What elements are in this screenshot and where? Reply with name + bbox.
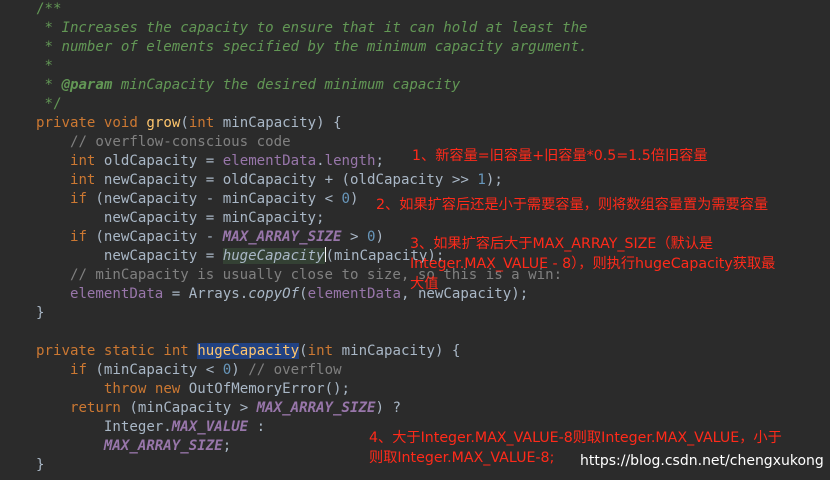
huge-capacity-signature: private static int hugeCapacity(int minC…	[36, 343, 461, 359]
text-caret	[324, 247, 326, 262]
doc-comment-close: */	[36, 96, 62, 112]
annotation-3: 3、如果扩容后大于MAX_ARRAY_SIZE（默认是 Integer.MAX_…	[410, 236, 776, 292]
param-tag: @param	[61, 77, 113, 93]
code-line-if-greater: if (newCapacity - MAX_ARRAY_SIZE > 0)	[69, 229, 384, 245]
code-line-overflow-check: if (minCapacity < 0) // overflow	[69, 362, 342, 378]
code-comment: // overflow-conscious code	[69, 134, 291, 150]
closing-brace: }	[36, 305, 45, 321]
doc-comment-param: * @param minCapacity the desired minimum…	[36, 77, 461, 93]
annotation-4: 4、大于Integer.MAX_VALUE-8则取Integer.MAX_VAL…	[369, 430, 782, 466]
grow-method-name: grow	[146, 115, 181, 131]
doc-comment-line: *	[36, 58, 53, 74]
annotation-1: 1、新容量=旧容量+旧容量*0.5=1.5倍旧容量	[412, 148, 708, 164]
code-line-copy: elementData = Arrays.copyOf(elementData,…	[69, 286, 529, 302]
grow-method-signature: private void grow(int minCapacity) {	[36, 115, 342, 131]
annotation-2: 2、如果扩容后还是小于需要容量，则将数组容量置为需要容量	[376, 197, 769, 213]
doc-comment-line: * Increases the capacity to ensure that …	[36, 20, 588, 36]
doc-comment-line: * number of elements specified by the mi…	[36, 39, 588, 55]
doc-comment-open: /**	[36, 1, 62, 17]
code-comment: // minCapacity is usually close to size,…	[69, 267, 563, 283]
huge-capacity-call[interactable]: hugeCapacity	[222, 248, 325, 264]
huge-capacity-method-name[interactable]: hugeCapacity	[197, 343, 300, 359]
watermark: https://blog.csdn.net/chengxukong	[580, 453, 824, 469]
closing-brace: }	[36, 457, 45, 473]
code-line-call-huge: newCapacity = hugeCapacity(minCapacity);	[103, 247, 445, 264]
code-line-if-less: if (newCapacity - minCapacity < 0)	[69, 191, 359, 207]
code-line-new-capacity: int newCapacity = oldCapacity + (oldCapa…	[69, 172, 503, 188]
code-line-ternary-true: Integer.MAX_VALUE :	[103, 419, 266, 435]
code-line-throw: throw new OutOfMemoryError();	[103, 381, 351, 397]
code-line-old-capacity: int oldCapacity = elementData.length;	[69, 153, 384, 169]
code-line-ternary-false: MAX_ARRAY_SIZE;	[103, 438, 232, 454]
code-line-assign-min: newCapacity = minCapacity;	[103, 210, 325, 226]
code-line-return: return (minCapacity > MAX_ARRAY_SIZE) ?	[69, 400, 401, 416]
